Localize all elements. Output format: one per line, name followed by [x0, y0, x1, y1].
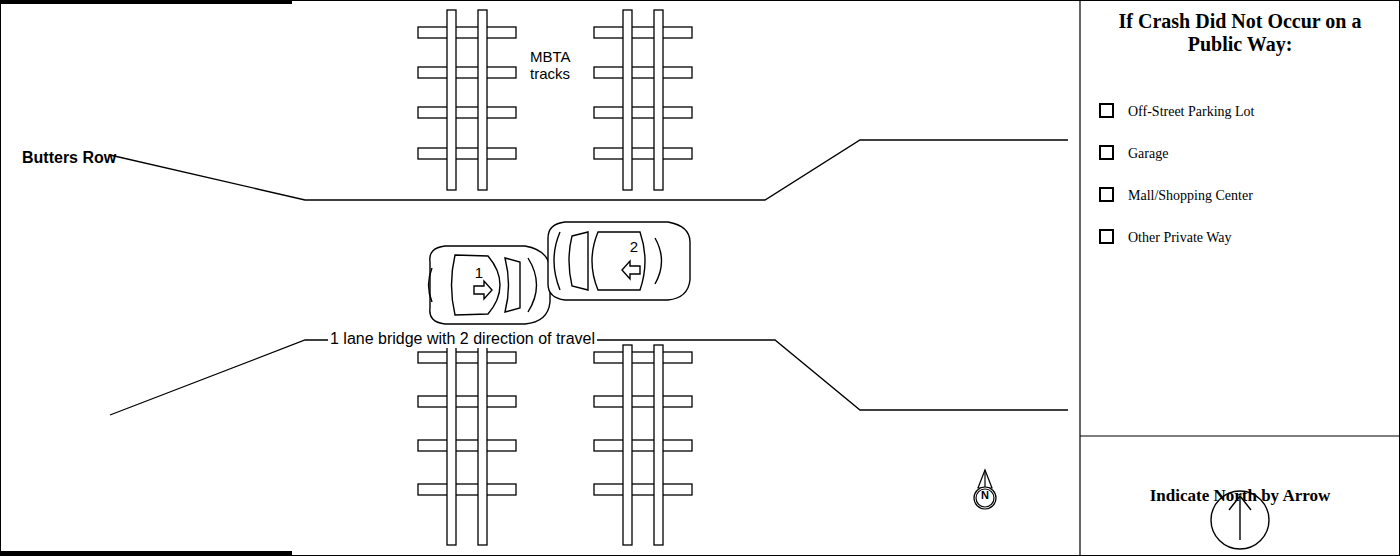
info-panel: If Crash Did Not Occur on a Public Way: O…: [1082, 2, 1398, 434]
street-name: Butters Row: [22, 149, 116, 167]
option-label: Other Private Way: [1128, 230, 1232, 246]
option-label: Off-Street Parking Lot: [1128, 104, 1255, 120]
vehicle-number: 2: [626, 238, 642, 258]
option-label: Garage: [1128, 146, 1168, 162]
panel-heading: Indicate North by Arrow: [1082, 486, 1398, 506]
option-label: Mall/Shopping Center: [1128, 188, 1253, 204]
vehicle-2: [548, 222, 690, 300]
callout-number: 2: [626, 238, 642, 255]
north-panel: Indicate North by Arrow: [1082, 438, 1398, 506]
track-label: MBTA tracks: [530, 48, 594, 83]
callout-number: 1: [471, 264, 487, 281]
vehicle-1: [429, 246, 551, 324]
vehicle-number: 1: [471, 264, 487, 284]
bridge-note: 1 lane bridge with 2 direction of travel: [328, 330, 597, 348]
compass-letter: N: [977, 489, 993, 502]
panel-heading: If Crash Did Not Occur on a Public Way:: [1090, 10, 1390, 56]
compass-letter: N: [977, 489, 993, 507]
